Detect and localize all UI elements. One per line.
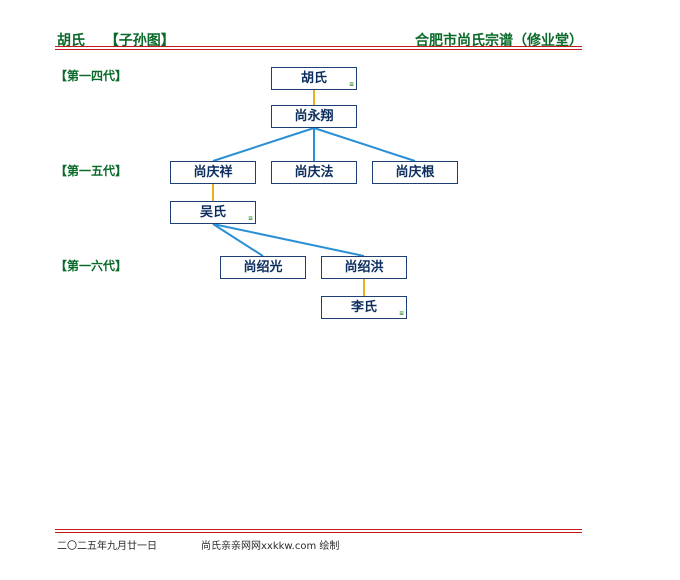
person-name: 吴氏 [199,205,226,220]
spouse-icon: ≡ [247,215,253,222]
generation-label-15: 【第一五代】 [55,164,128,178]
person-box-qinggen[interactable]: 尚庆根 [372,161,458,184]
person-box-wushi[interactable]: 吴氏 ≡ [170,201,256,224]
spouse-icon: ≡ [398,310,404,317]
top-rule-2 [55,49,582,50]
header-person-name: 胡氏 [57,33,85,49]
footer-date: 二〇二五年九月廿一日 [57,541,157,552]
person-name: 尚永翔 [294,109,334,124]
footer-credit: 尚氏亲亲网网xxkkw.com 绘制 [201,541,340,552]
header-genealogy-title: 合肥市尚氏宗谱（修业堂） [415,33,583,49]
person-box-shaohong[interactable]: 尚绍洪 [321,256,407,279]
child-link-qingxiang [212,127,315,162]
child-link-shaoguang [212,223,264,257]
top-rule-1 [55,46,582,47]
child-link-shaohong [212,223,365,257]
person-box-yongxiang[interactable]: 尚永翔 [271,105,357,128]
header-chart-title: 【子孙图】 [104,33,175,49]
person-name: 李氏 [350,300,377,315]
person-name: 尚庆祥 [193,165,233,180]
person-box-lishi[interactable]: 李氏 ≡ [321,296,407,319]
person-name: 胡氏 [300,71,327,86]
generation-label-14: 【第一四代】 [55,69,128,83]
spouse-icon: ≡ [348,81,354,88]
person-box-qingxiang[interactable]: 尚庆祥 [170,161,256,184]
person-box-shaoguang[interactable]: 尚绍光 [220,256,306,279]
person-name: 尚绍光 [243,260,283,275]
person-name: 尚绍洪 [344,260,384,275]
person-name: 尚庆法 [294,165,334,180]
generation-label-16: 【第一六代】 [55,259,128,273]
person-name: 尚庆根 [395,165,435,180]
bottom-rule-2 [55,532,582,533]
header-left: 胡氏 【子孙图】 [57,30,175,50]
bottom-rule-1 [55,529,582,530]
child-link-qinggen [313,127,416,162]
person-box-hushi[interactable]: 胡氏 ≡ [271,67,357,90]
person-box-qingfa[interactable]: 尚庆法 [271,161,357,184]
